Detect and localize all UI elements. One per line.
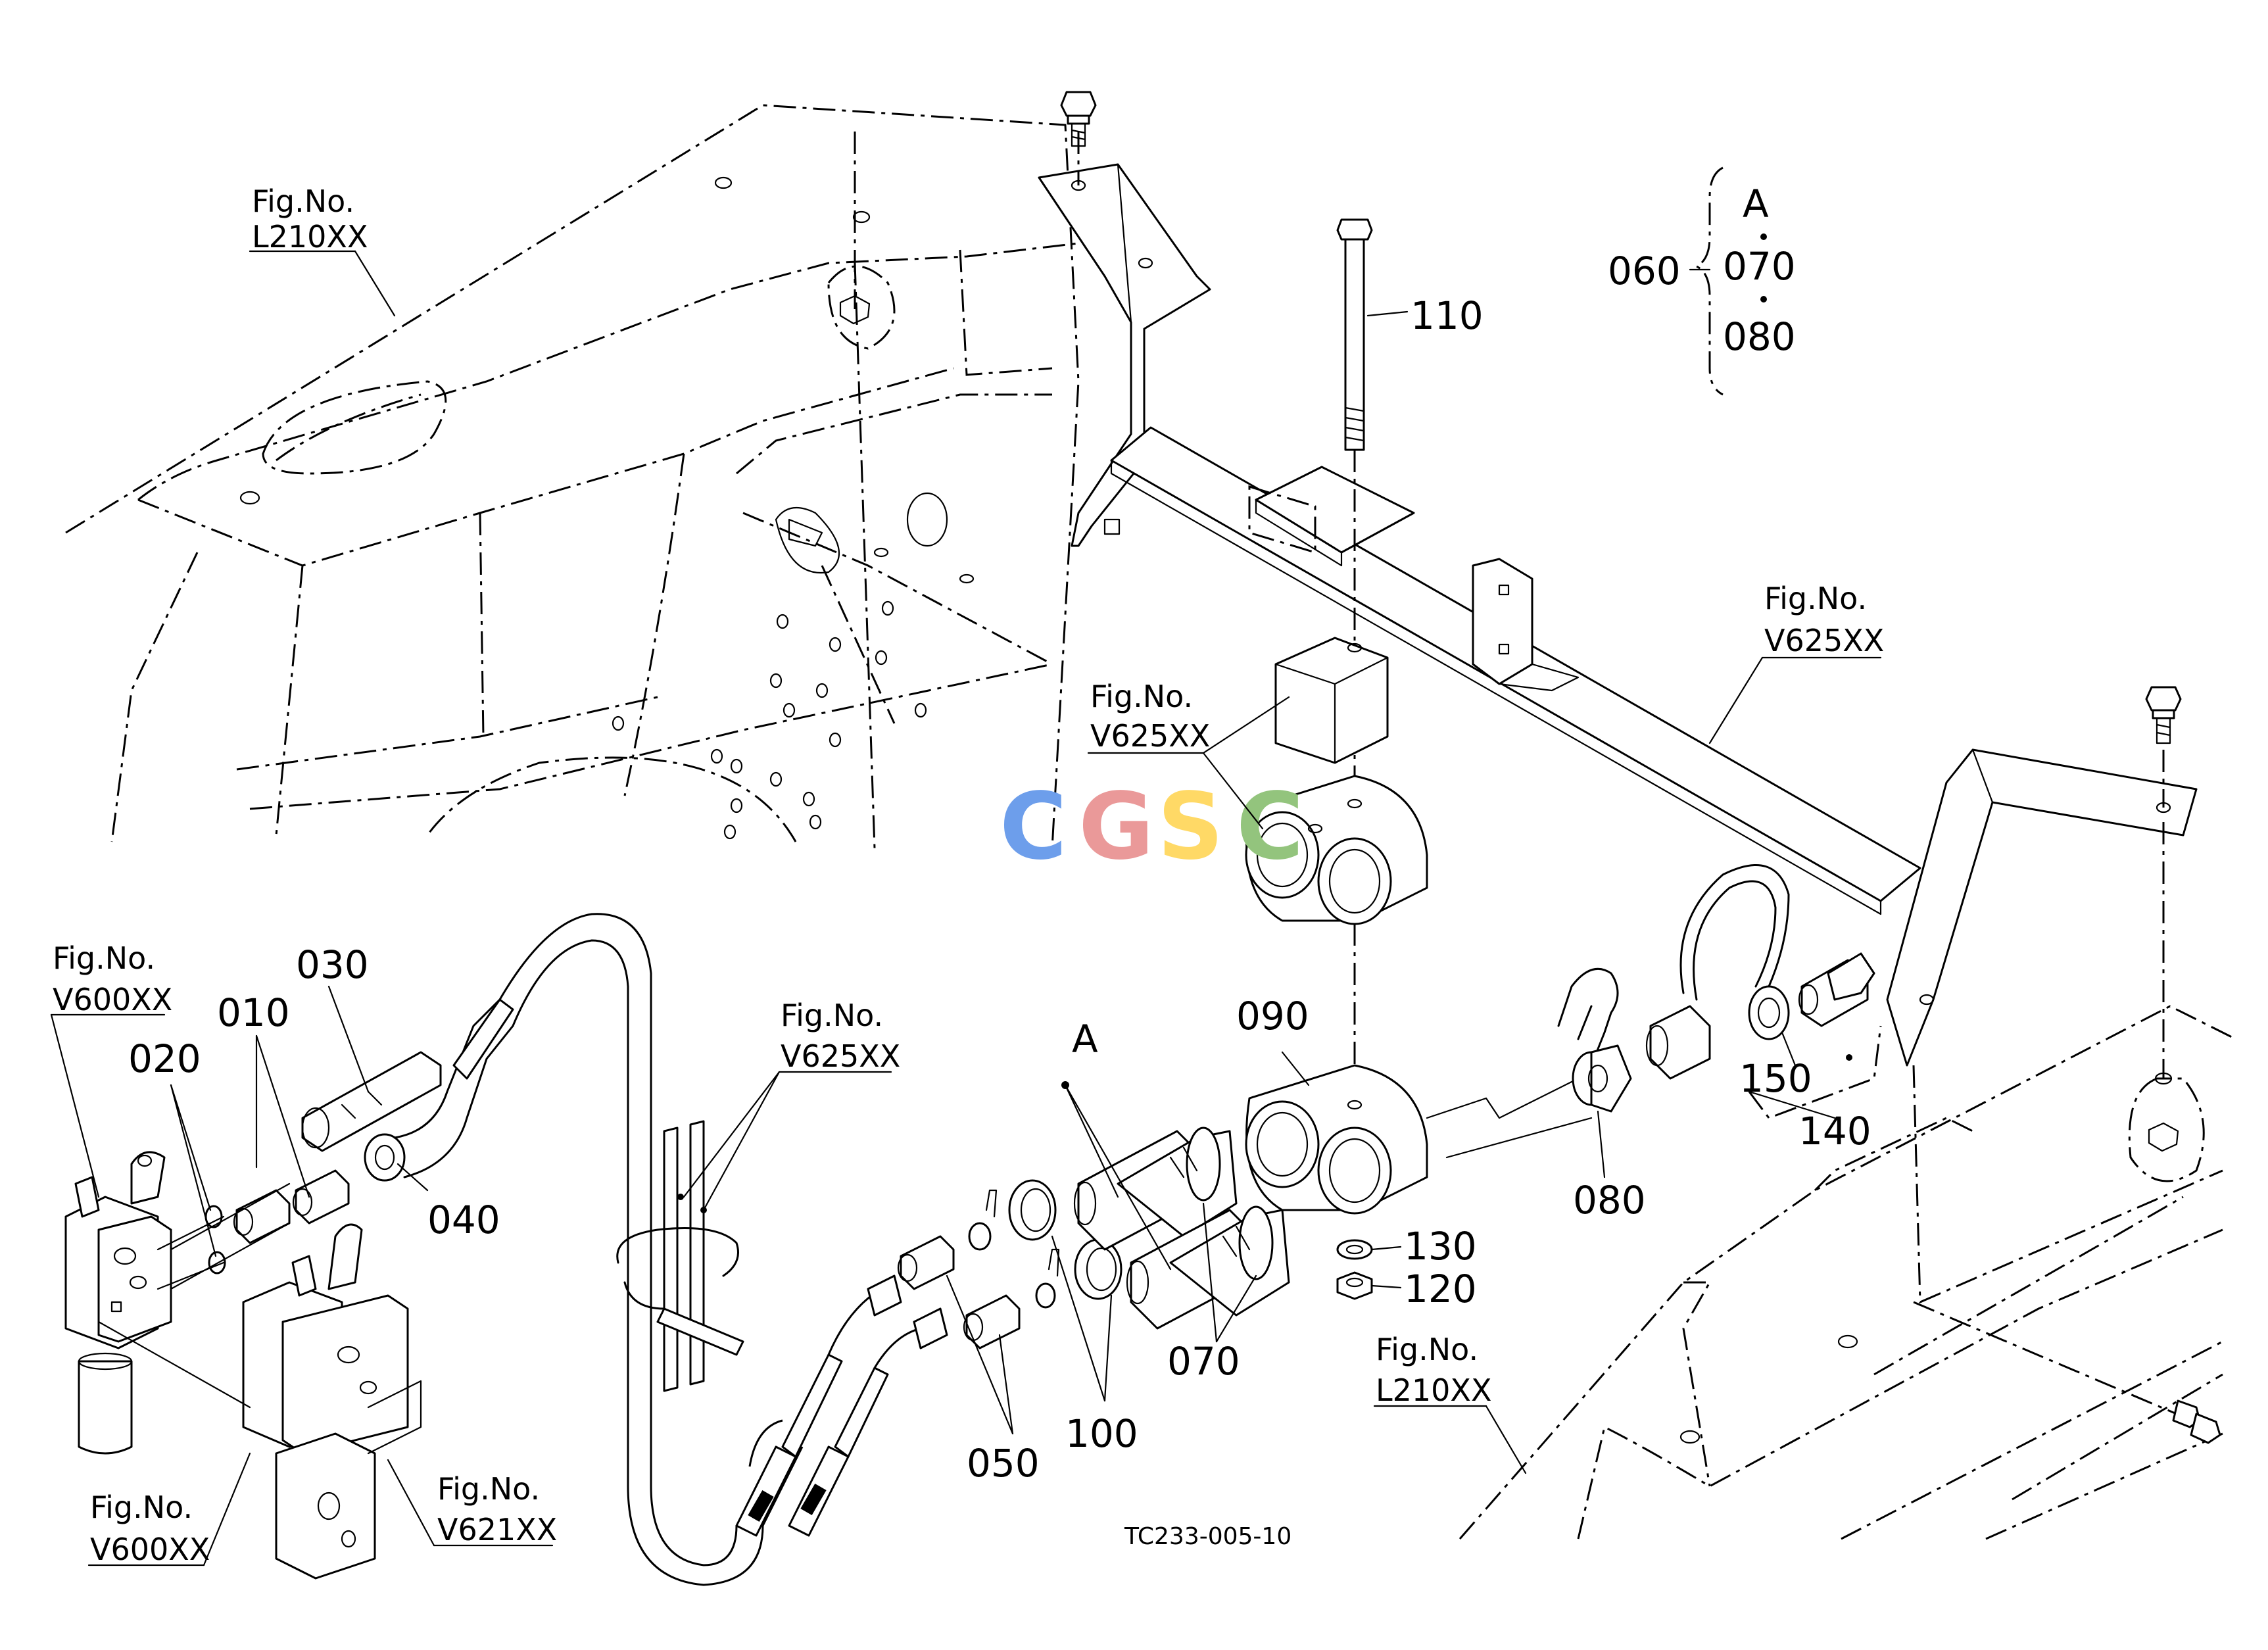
label-080: 080 <box>1573 1178 1646 1223</box>
label-040: 040 <box>427 1198 500 1242</box>
watermark-letter-3: S <box>1157 773 1224 881</box>
leader-lines <box>50 250 1882 1566</box>
watermark-letter-4: C <box>1236 773 1304 881</box>
fig-ref-l210-top-line1: Fig.No. <box>252 183 354 219</box>
label-010: 010 <box>217 990 290 1035</box>
watermark: C G S C <box>1000 773 1304 881</box>
adapter-010b <box>292 1169 350 1225</box>
label-090: 090 <box>1236 994 1309 1038</box>
watermark-letter-1: C <box>1000 773 1067 881</box>
left-bracket <box>1038 132 1211 547</box>
fig-ref-v625-clamp-line2: V625XX <box>781 1038 900 1074</box>
label-150: 150 <box>1739 1056 1812 1101</box>
pipe-lines-from-valve <box>157 1182 291 1290</box>
label-140: 140 <box>1798 1109 1871 1153</box>
hose-end-030 <box>301 1051 442 1152</box>
pipe-from-holder-b <box>1445 1117 1593 1159</box>
label-100: 100 <box>1065 1411 1138 1456</box>
figure-references: Fig.No. L210XX Fig.No. V625XX Fig.No. V6… <box>53 183 1884 1567</box>
quick-coupler-070b <box>1126 1205 1290 1330</box>
label-070: 070 <box>1167 1339 1240 1384</box>
control-valve-lower <box>242 1223 422 1580</box>
watermark-letter-2: G <box>1078 773 1154 881</box>
seal-ring-100a <box>1008 1179 1057 1241</box>
fig-ref-l210-bottom-line2: L210XX <box>1376 1372 1491 1408</box>
fig-ref-v625-right-line1: Fig.No. <box>1764 581 1867 616</box>
dust-cap-080 <box>1557 967 1632 1113</box>
quick-coupler-070a <box>1073 1127 1238 1251</box>
spring-washer-130 <box>1336 1239 1373 1260</box>
adapter-050a <box>897 1235 955 1290</box>
leader-130 <box>1370 1246 1402 1251</box>
fig-ref-v625-block-line1: Fig.No. <box>1090 679 1193 714</box>
label-020: 020 <box>128 1036 201 1081</box>
fig-ref-v625-right-line2: V625XX <box>1764 623 1884 658</box>
tractor-body-panel-left <box>65 104 1080 849</box>
tractor-body-panel-right <box>1459 1005 2236 1540</box>
small-oring-b <box>1035 1248 1060 1309</box>
hex-nut-120 <box>1336 1271 1373 1300</box>
label-050: 050 <box>967 1441 1040 1486</box>
fig-ref-v600-bottom-line1: Fig.No. <box>90 1490 193 1525</box>
coupler-holder-090 <box>1245 1064 1428 1215</box>
label-kit-a: A <box>1072 1017 1098 1061</box>
label-130: 130 <box>1404 1224 1477 1269</box>
label-030: 030 <box>296 942 369 987</box>
fig-ref-l210-top-line2: L210XX <box>252 219 368 255</box>
fig-ref-v600-top-line2: V600XX <box>53 982 172 1017</box>
quick-coupler-socket-140 <box>1798 952 1875 1061</box>
right-bracket <box>1886 748 2198 1079</box>
dust-plug-150 <box>1645 864 1790 1080</box>
hydraulic-hoses <box>452 913 948 1586</box>
label-110: 110 <box>1411 293 1484 338</box>
coupler-holder-upper <box>1245 775 1428 925</box>
pipe-from-holder <box>1426 1077 1580 1119</box>
leader-120 <box>1370 1284 1402 1289</box>
fig-ref-l210-bottom-line1: Fig.No. <box>1376 1332 1478 1367</box>
fig-ref-v625-block-line2: V625XX <box>1090 718 1210 754</box>
hex-flange-bolt-right <box>2172 1399 2221 1444</box>
fig-ref-v621-line2: V621XX <box>437 1512 557 1547</box>
adapter-010a <box>233 1189 291 1244</box>
fig-ref-v625-clamp-line1: Fig.No. <box>781 998 883 1033</box>
seal-ring-100b <box>1074 1238 1122 1300</box>
kit-brace-060 <box>1689 166 1767 396</box>
kit-bracket-140 <box>1748 1025 1882 1119</box>
hex-flange-bolt-top-right <box>2145 686 2182 744</box>
fig-ref-v600-top-line1: Fig.No. <box>53 940 155 976</box>
label-070-kit: 070 <box>1723 244 1796 289</box>
fig-ref-v621-line1: Fig.No. <box>437 1471 540 1507</box>
hose-end-040 <box>364 998 514 1182</box>
adapter-050b <box>963 1294 1021 1349</box>
control-valve-upper <box>64 1151 172 1455</box>
part-number-labels: 010 020 030 040 050 060 A 070 070 080 A … <box>128 182 1871 1486</box>
hose-clamp <box>616 1120 744 1392</box>
spacer-block <box>1274 637 1389 764</box>
label-060: 060 <box>1608 249 1681 293</box>
cross-rail <box>1110 426 1921 915</box>
label-080-kit: 080 <box>1723 314 1796 359</box>
label-120: 120 <box>1404 1267 1477 1311</box>
hex-flange-bolt-top-left <box>1060 91 1097 147</box>
long-bolt-110 <box>1336 218 1409 1092</box>
figure-code: TC233-005-10 <box>1124 1523 1291 1550</box>
label-kit-a-top: A <box>1743 182 1769 226</box>
small-oring-a <box>968 1189 998 1251</box>
fig-ref-v600-bottom-line2: V600XX <box>90 1532 210 1567</box>
